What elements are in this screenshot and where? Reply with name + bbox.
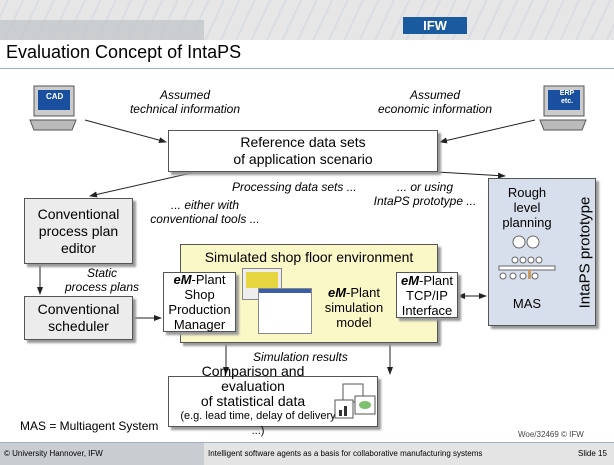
- header-band: [0, 20, 204, 40]
- title-divider: [0, 68, 614, 69]
- footer-title: Intelligent software agents as a basis f…: [208, 449, 483, 458]
- sim-env-title: Simulated shop floor environment: [204, 249, 414, 265]
- mas-definition: MAS = Multiagent System: [20, 419, 159, 433]
- simulation-results-label: Simulation results: [253, 350, 348, 364]
- cad-computer-icon: [29, 85, 77, 131]
- intaps-prototype-vertical-label: IntaPS prototype: [576, 196, 594, 309]
- erp-computer-icon: [539, 85, 587, 131]
- agent-network-icon: [498, 235, 556, 280]
- screenshot-thumbnail: [258, 288, 312, 334]
- reference-code: Woe/32469 © IFW: [518, 430, 584, 439]
- footer: © University Hannover, IFW Intelligent s…: [0, 442, 614, 465]
- cad-label: CAD: [46, 92, 64, 101]
- mas-label: MAS: [512, 296, 542, 311]
- page-title: Evaluation Concept of IntaPS: [6, 42, 242, 62]
- footer-copyright: © University Hannover, IFW: [0, 443, 204, 465]
- statistics-chart-icon: [334, 383, 376, 419]
- ifw-logo: IFW: [403, 17, 467, 34]
- erp-label: ERP etc.: [559, 90, 575, 105]
- slide-number: Slide 15: [578, 449, 607, 458]
- processing-label: Processing data sets ...: [232, 180, 357, 194]
